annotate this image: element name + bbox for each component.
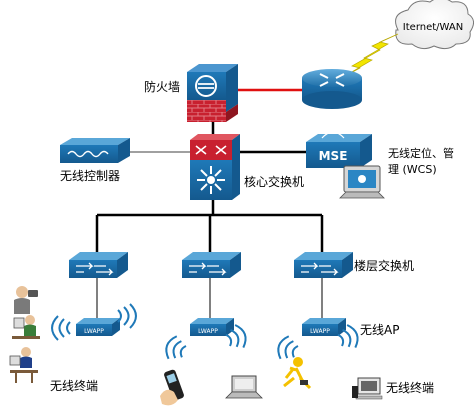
- floor-switch-label: 楼层交换机: [354, 258, 414, 273]
- ap-badge: LWAPP: [84, 328, 104, 335]
- person-icon: [283, 357, 312, 390]
- wireless-signal-icon: [161, 333, 190, 364]
- workstation-icon: [352, 377, 383, 400]
- lightweight-ap-icon: LWAPP: [76, 318, 120, 336]
- lightweight-ap-icon: LWAPP: [190, 318, 234, 336]
- workstation-icon: [9, 347, 38, 383]
- terminal-label-left: 无线终端: [50, 378, 98, 393]
- cloud-icon: [395, 0, 474, 50]
- firewall-icon: [187, 64, 238, 122]
- ap-label: 无线AP: [360, 323, 399, 337]
- router-icon: [302, 69, 362, 109]
- multilayer-switch-icon: [190, 134, 240, 200]
- wlc-label: 无线控制器: [60, 169, 120, 183]
- wireless-signal-icon: [51, 315, 71, 341]
- workgroup-switch-icon: [294, 252, 353, 278]
- person-icon: [14, 286, 38, 314]
- links: [95, 88, 324, 318]
- mobile-phone-icon: [160, 369, 184, 406]
- lightweight-ap-icon: LWAPP: [302, 318, 346, 336]
- mse-badge: MSE: [319, 149, 348, 163]
- mse-label-line2: 理 (WCS): [388, 163, 437, 176]
- terminal-label-right: 无线终端: [386, 380, 434, 395]
- firewall-label: 防火墙: [144, 79, 180, 94]
- workgroup-switch-icon: [182, 252, 241, 278]
- laptop-icon: [225, 375, 263, 399]
- ap-badge: LWAPP: [310, 328, 330, 335]
- mse-server-icon: MSE: [306, 131, 385, 199]
- core-switch-label: 核心交换机: [244, 174, 304, 189]
- mse-label-line1: 无线定位、管: [388, 146, 454, 160]
- wireless-signal-icon: [117, 303, 137, 329]
- workgroup-switch-icon: [69, 252, 128, 278]
- workstation-icon: [12, 315, 40, 339]
- wireless-controller-icon: [60, 138, 130, 163]
- ap-badge: LWAPP: [198, 328, 218, 335]
- cloud-label: Iternet/WAN: [403, 22, 463, 33]
